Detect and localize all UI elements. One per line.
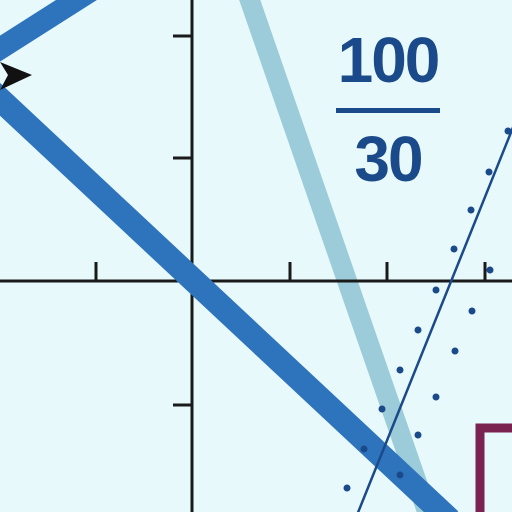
fraction-denominator: 30	[354, 123, 423, 195]
dot	[504, 127, 512, 135]
arrowhead-icon	[0, 62, 32, 90]
dot	[378, 405, 386, 413]
thick-blue-line-upper	[0, 0, 97, 62]
dot	[360, 445, 368, 453]
thin-blue-line	[356, 126, 512, 512]
dot	[450, 245, 458, 253]
fraction-bar	[336, 108, 440, 113]
fraction-label: 100 30	[330, 28, 446, 191]
dot	[432, 286, 440, 294]
dot	[485, 168, 493, 176]
dot	[468, 307, 476, 315]
dot	[414, 431, 422, 439]
dot	[486, 266, 494, 274]
x-axis-ticks	[94, 262, 487, 281]
dot	[451, 347, 459, 355]
dot	[396, 366, 404, 374]
dot	[432, 393, 440, 401]
dot	[396, 471, 404, 479]
dot	[343, 484, 351, 492]
fraction-numerator: 100	[337, 24, 441, 96]
light-blue-line	[239, 0, 438, 512]
dot	[414, 326, 422, 334]
thick-blue-line-main	[0, 82, 459, 512]
maroon-box	[475, 423, 512, 512]
dot	[467, 206, 475, 214]
dotted-points	[343, 127, 512, 492]
y-axis-ticks	[173, 34, 192, 407]
